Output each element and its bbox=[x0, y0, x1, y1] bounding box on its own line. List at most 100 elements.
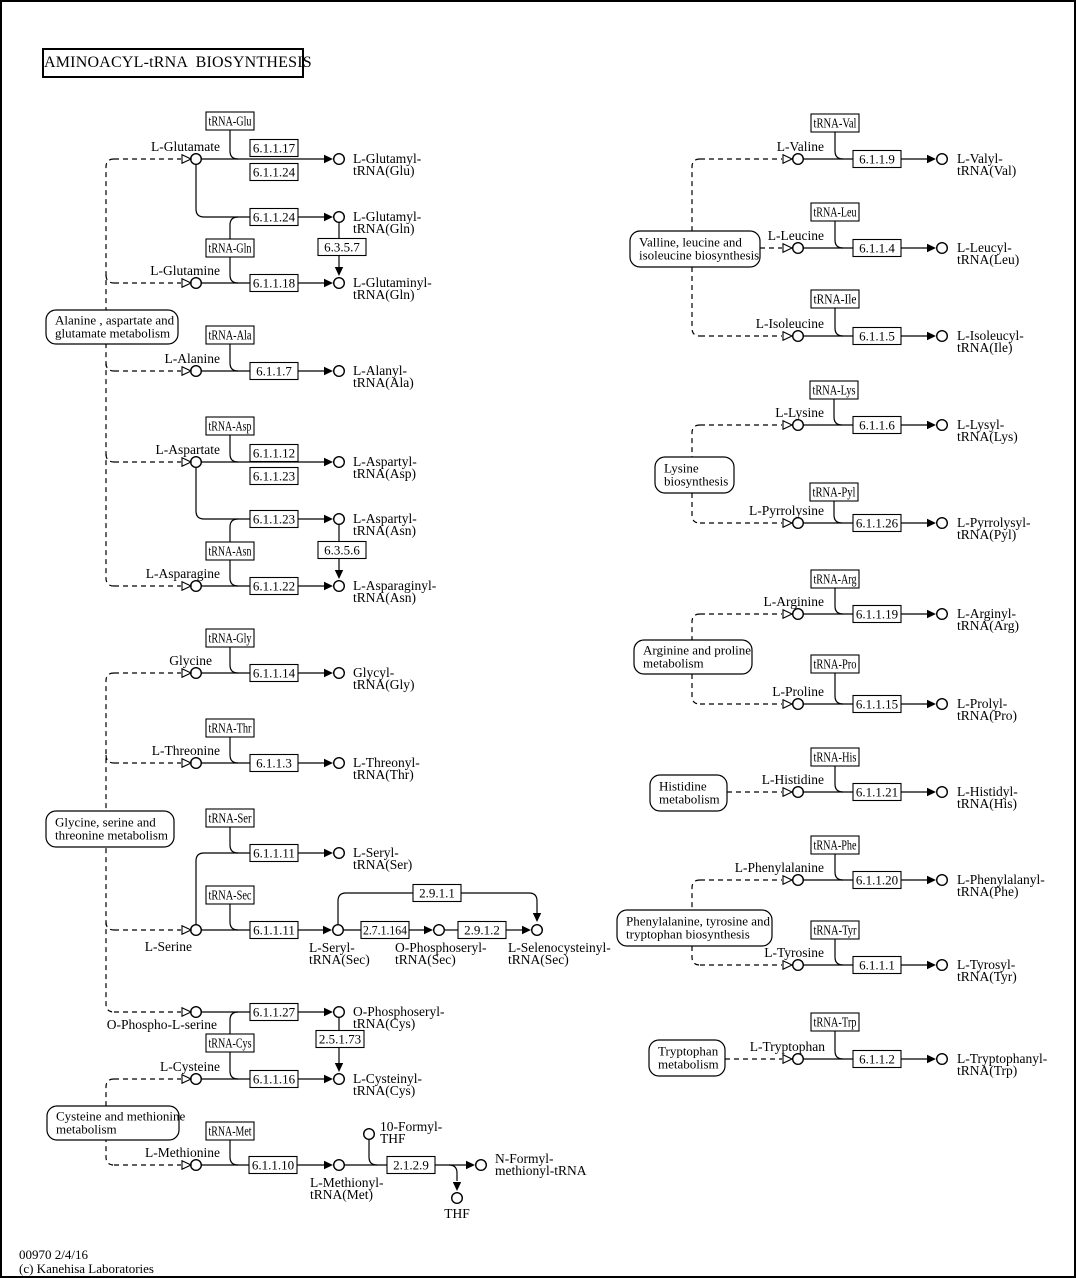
trna-box-trna-arg[interactable]: tRNA-Arg bbox=[810, 569, 860, 589]
compound-circle[interactable] bbox=[936, 330, 949, 343]
trna-box-trna-gly[interactable]: tRNA-Gly bbox=[205, 628, 255, 648]
compound-circle[interactable] bbox=[475, 1158, 488, 1171]
compound-circle[interactable] bbox=[936, 152, 949, 165]
trna-box-trna-trp[interactable]: tRNA-Trp bbox=[810, 1012, 860, 1032]
compound-circle[interactable] bbox=[792, 874, 805, 887]
compound-circle[interactable] bbox=[792, 698, 805, 711]
compound-circle[interactable] bbox=[333, 580, 346, 593]
enzyme-box-shape[interactable] bbox=[249, 1002, 299, 1022]
compound-circle[interactable] bbox=[333, 1072, 346, 1085]
trna-box-trna-pro[interactable]: tRNA-Pro bbox=[810, 654, 860, 674]
enzyme-box-shape[interactable] bbox=[360, 920, 410, 940]
enzyme-box-shape[interactable] bbox=[852, 149, 902, 169]
enzyme-box-shape[interactable] bbox=[852, 955, 902, 975]
trna-box-shape[interactable] bbox=[205, 111, 255, 131]
enzyme-box-shape[interactable] bbox=[249, 138, 299, 158]
compound-circle[interactable] bbox=[792, 517, 805, 530]
pathway-box-shape[interactable] bbox=[46, 1105, 180, 1141]
trna-box-shape[interactable] bbox=[810, 654, 860, 674]
compound-circle[interactable] bbox=[333, 277, 346, 290]
compound-circle[interactable] bbox=[792, 241, 805, 254]
enzyme-box-6-1-1-20[interactable]: 6.1.1.20 bbox=[852, 870, 902, 890]
enzyme-box-6-1-1-1[interactable]: 6.1.1.1 bbox=[852, 955, 902, 975]
enzyme-box-shape[interactable] bbox=[852, 238, 902, 258]
compound-circle[interactable] bbox=[936, 241, 949, 254]
trna-box-trna-met[interactable]: tRNA-Met bbox=[205, 1121, 255, 1141]
enzyme-box-6-1-1-10[interactable]: 6.1.1.10 bbox=[248, 1155, 298, 1175]
enzyme-box-6-1-1-16[interactable]: 6.1.1.16 bbox=[249, 1069, 299, 1089]
trna-box-shape[interactable] bbox=[205, 325, 255, 345]
enzyme-box-2-1-2-9[interactable]: 2.1.2.9 bbox=[386, 1155, 436, 1175]
enzyme-box-6-1-1-27[interactable]: 6.1.1.27 bbox=[249, 1002, 299, 1022]
compound-circle[interactable] bbox=[792, 330, 805, 343]
enzyme-box-shape[interactable] bbox=[249, 1069, 299, 1089]
enzyme-box-6-1-1-2[interactable]: 6.1.1.2 bbox=[852, 1049, 902, 1069]
trna-box-shape[interactable] bbox=[205, 628, 255, 648]
trna-box-trna-lys[interactable]: tRNA-Lys bbox=[809, 380, 859, 400]
compound-circle[interactable] bbox=[332, 924, 345, 937]
enzyme-box-shape[interactable] bbox=[249, 576, 299, 596]
trna-box-shape[interactable] bbox=[810, 113, 860, 133]
compound-circle[interactable] bbox=[792, 419, 805, 432]
enzyme-box-shape[interactable] bbox=[852, 604, 902, 624]
enzyme-box-shape[interactable] bbox=[249, 920, 299, 940]
enzyme-box-shape[interactable] bbox=[249, 466, 299, 486]
enzyme-box-shape[interactable] bbox=[249, 162, 299, 182]
trna-box-trna-asp[interactable]: tRNA-Asp bbox=[205, 416, 255, 436]
trna-box-shape[interactable] bbox=[205, 541, 255, 561]
compound-circle[interactable] bbox=[333, 1006, 346, 1019]
trna-box-shape[interactable] bbox=[810, 747, 860, 767]
enzyme-box-6-1-1-9[interactable]: 6.1.1.9 bbox=[852, 149, 902, 169]
enzyme-box-6-1-1-18[interactable]: 6.1.1.18 bbox=[249, 273, 299, 293]
enzyme-box-shape[interactable] bbox=[249, 273, 299, 293]
enzyme-box-6-1-1-11[interactable]: 6.1.1.11 bbox=[249, 920, 299, 940]
trna-box-trna-ile[interactable]: tRNA-Ile bbox=[810, 289, 860, 309]
trna-box-shape[interactable] bbox=[205, 1033, 255, 1053]
compound-circle[interactable] bbox=[433, 924, 446, 937]
enzyme-box-shape[interactable] bbox=[249, 663, 299, 683]
enzyme-box-shape[interactable] bbox=[248, 1155, 298, 1175]
enzyme-box-6-1-1-24[interactable]: 6.1.1.24 bbox=[249, 162, 299, 182]
trna-box-trna-asn[interactable]: tRNA-Asn bbox=[205, 541, 255, 561]
enzyme-box-6-3-5-7[interactable]: 6.3.5.7 bbox=[317, 237, 367, 257]
compound-circle[interactable] bbox=[792, 1052, 805, 1065]
compound-circle[interactable] bbox=[936, 1052, 949, 1065]
compound-circle[interactable] bbox=[333, 847, 346, 860]
enzyme-box-shape[interactable] bbox=[852, 870, 902, 890]
compound-circle[interactable] bbox=[333, 757, 346, 770]
enzyme-box-2-9-1-1[interactable]: 2.9.1.1 bbox=[412, 883, 462, 903]
enzyme-box-shape[interactable] bbox=[852, 326, 902, 346]
enzyme-box-shape[interactable] bbox=[249, 443, 299, 463]
pathway-box-shape[interactable] bbox=[45, 810, 175, 848]
enzyme-box-6-1-1-17[interactable]: 6.1.1.17 bbox=[249, 138, 299, 158]
enzyme-box-shape[interactable] bbox=[852, 415, 902, 435]
trna-box-trna-sec[interactable]: tRNA-Sec bbox=[205, 885, 255, 905]
enzyme-box-6-1-1-14[interactable]: 6.1.1.14 bbox=[249, 663, 299, 683]
enzyme-box-6-3-5-6[interactable]: 6.3.5.6 bbox=[317, 540, 367, 560]
trna-box-shape[interactable] bbox=[810, 835, 860, 855]
compound-circle[interactable] bbox=[333, 210, 346, 223]
enzyme-box-6-1-1-4[interactable]: 6.1.1.4 bbox=[852, 238, 902, 258]
compound-circle[interactable] bbox=[451, 1191, 464, 1204]
trna-box-shape[interactable] bbox=[810, 1012, 860, 1032]
enzyme-box-shape[interactable] bbox=[457, 920, 507, 940]
enzyme-box-6-1-1-15[interactable]: 6.1.1.15 bbox=[852, 694, 902, 714]
trna-box-trna-val[interactable]: tRNA-Val bbox=[810, 113, 860, 133]
trna-box-trna-glu[interactable]: tRNA-Glu bbox=[205, 111, 255, 131]
enzyme-box-6-1-1-6[interactable]: 6.1.1.6 bbox=[852, 415, 902, 435]
compound-circle[interactable] bbox=[792, 152, 805, 165]
compound-circle[interactable] bbox=[531, 924, 544, 937]
compound-circle[interactable] bbox=[333, 152, 346, 165]
trna-box-trna-ser[interactable]: tRNA-Ser bbox=[205, 808, 255, 828]
enzyme-box-6-1-1-7[interactable]: 6.1.1.7 bbox=[249, 361, 299, 381]
pathway-box-shape[interactable] bbox=[45, 309, 179, 345]
trna-box-trna-ala[interactable]: tRNA-Ala bbox=[205, 325, 255, 345]
enzyme-box-shape[interactable] bbox=[315, 1029, 365, 1049]
compound-circle[interactable] bbox=[333, 456, 346, 469]
trna-box-trna-his[interactable]: tRNA-His bbox=[810, 747, 860, 767]
